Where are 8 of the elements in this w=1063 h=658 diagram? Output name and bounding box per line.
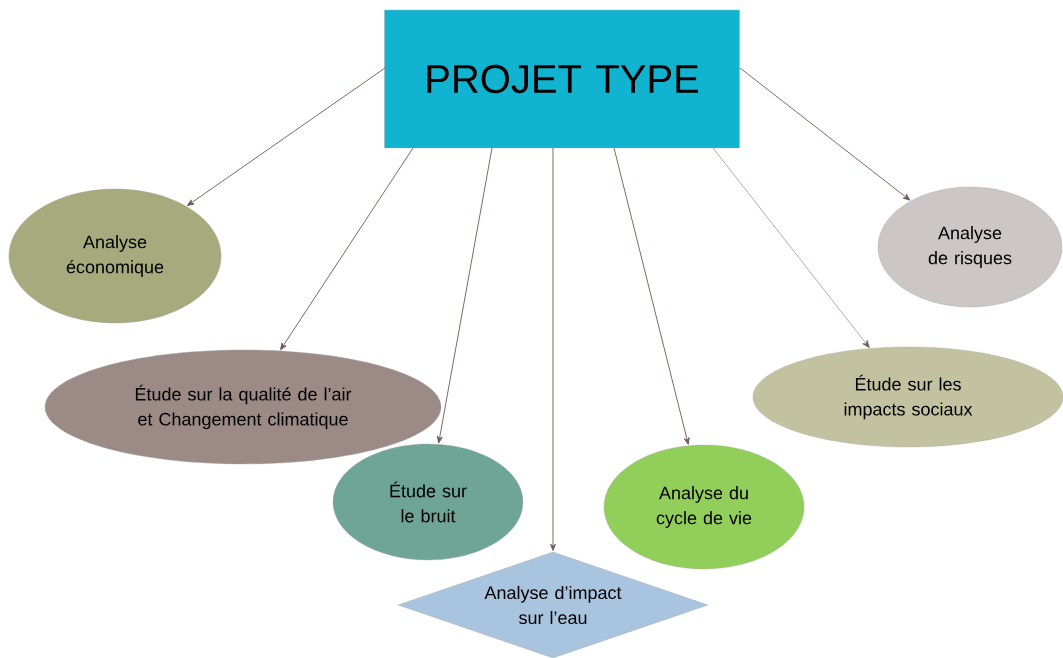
arrow <box>280 147 414 351</box>
arrow <box>187 67 386 206</box>
arrow <box>712 147 870 349</box>
arrow <box>739 67 911 201</box>
arrow <box>436 147 493 444</box>
arrow <box>613 147 690 445</box>
arrow <box>550 147 556 551</box>
title-box: PROJET TYPE <box>384 9 740 149</box>
